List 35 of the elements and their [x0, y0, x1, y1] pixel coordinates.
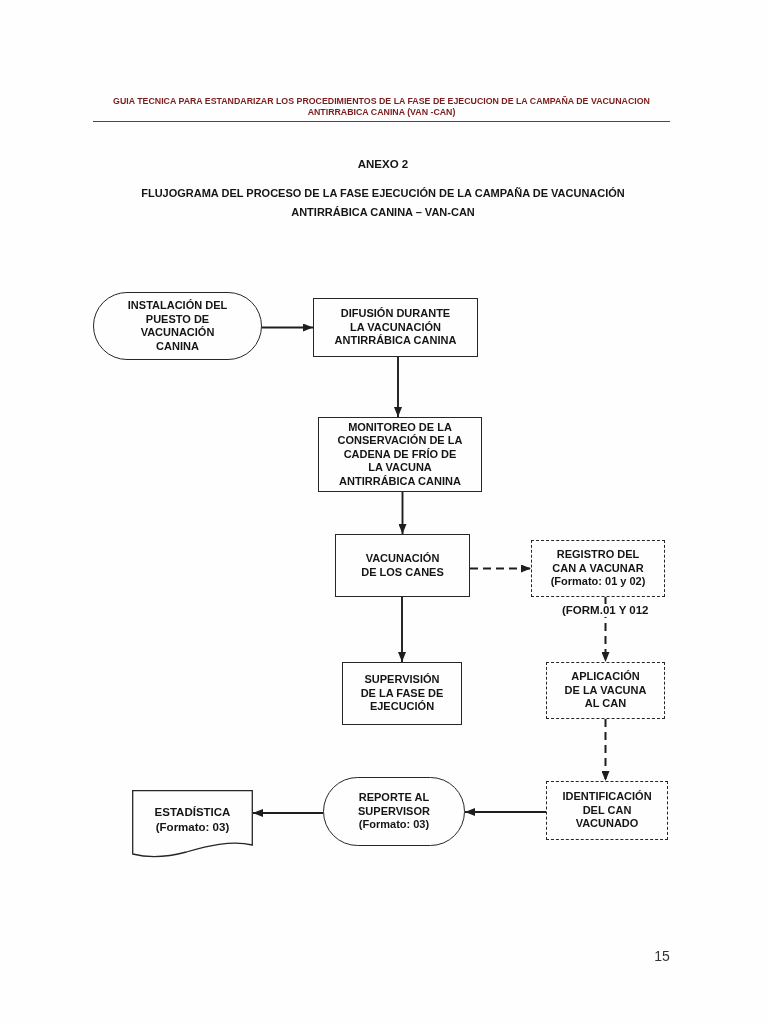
- format-note: (Formato: 03): [358, 818, 430, 832]
- arrow: [394, 356, 402, 418]
- annex-heading: ANEXO 2: [357, 157, 409, 171]
- dashed-process-box: [546, 781, 668, 840]
- diagram-title: FLUJOGRAMA DEL PROCESO DE LA FASE EJECUCIÓN DE LA CAMPAÑA DE VACUNACIÓN ANTIRRÁBICA CANINA – VAN-CAN: [140, 186, 626, 220]
- edge-label: (FORM.01 Y 012: [561, 603, 650, 617]
- format-note: (Formato: 01 y 02): [550, 575, 646, 589]
- dashed-arrow: [469, 564, 532, 573]
- process-box: [313, 298, 478, 357]
- step-label: SUPERVISIÓN DE LA FASE DE EJECUCIÓN: [359, 673, 445, 714]
- arrow: [464, 808, 547, 816]
- document-shape: [132, 790, 253, 858]
- process-box: [318, 417, 482, 492]
- dashed-process-box: [546, 662, 665, 719]
- step-label: VACUNACIÓN DE LOS CANES: [360, 552, 445, 579]
- step-label: ESTADÍSTICA: [154, 805, 231, 820]
- step-label: IDENTIFICACIÓN DEL CAN VACUNADO: [561, 790, 653, 831]
- running-header: GUIA TECNICA PARA ESTANDARIZAR LOS PROCEDIMIENTOS DE LA FASE DE EJECUCION DE LA CAMPAÑA DE VACUNACION ANTIRRABICA CANINA (VAN -CAN): [112, 96, 651, 118]
- dashed-arrow: [601, 596, 610, 663]
- step-label: INSTALACIÓN DEL PUESTO DE VACUNACIÓN CANINA: [126, 299, 229, 353]
- step-label: MONITOREO DE LA CONSERVACIÓN DE LA CADENA DE FRÍO DE LA VACUNA ANTIRRÁBICA CANINA: [336, 420, 464, 489]
- format-note: (Formato: 03): [155, 820, 230, 835]
- arrow: [261, 323, 314, 332]
- dashed-arrow: [601, 718, 610, 782]
- arrow: [398, 491, 407, 535]
- step-label: REPORTE AL SUPERVISOR: [357, 791, 431, 819]
- process-box: [335, 534, 470, 597]
- arrow: [398, 596, 406, 663]
- step-label: DIFUSIÓN DURANTE LA VACUNACIÓN ANTIRRÁBICA CANINA: [333, 307, 458, 348]
- arrow: [252, 809, 324, 817]
- dashed-process-box: [531, 540, 665, 597]
- step-label: REGISTRO DEL CAN A VACUNAR: [551, 548, 645, 576]
- page-number: 15: [654, 948, 670, 965]
- process-box: [342, 662, 462, 725]
- step-label: APLICACIÓN DE LA VACUNA AL CAN: [563, 670, 648, 711]
